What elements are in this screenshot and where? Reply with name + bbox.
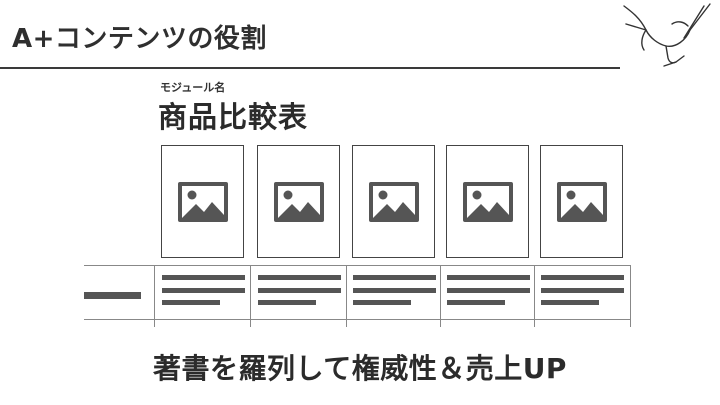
- slide-title: A+コンテンツの役割: [12, 24, 267, 54]
- title-underline: [0, 67, 620, 69]
- slide-caption: 著書を羅列して権威性＆売上UP: [153, 352, 567, 385]
- product-card: [540, 145, 623, 258]
- module-label: モジュール名: [160, 81, 226, 94]
- row-header-placeholder: [84, 292, 141, 299]
- product-card: [161, 145, 244, 258]
- image-placeholder-icon: [463, 182, 513, 222]
- image-placeholder-icon: [369, 182, 419, 222]
- product-card: [446, 145, 529, 258]
- image-placeholder-icon: [274, 182, 324, 222]
- hand-writing-with-pen-icon: [623, 3, 711, 67]
- product-card: [352, 145, 435, 258]
- image-placeholder-icon: [557, 182, 607, 222]
- image-placeholder-icon: [178, 182, 228, 222]
- module-name: 商品比較表: [158, 100, 309, 134]
- product-card: [257, 145, 340, 258]
